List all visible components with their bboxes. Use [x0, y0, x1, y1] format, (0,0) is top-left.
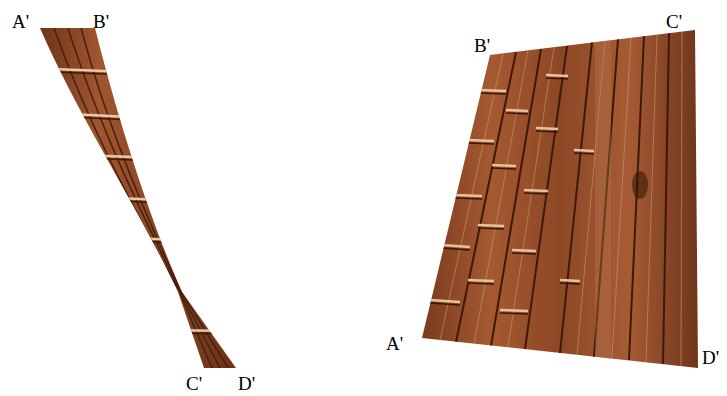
vertex-label: A'	[386, 334, 403, 353]
vertex-label: A'	[12, 12, 29, 31]
vertex-label: B'	[93, 12, 109, 31]
floor-board	[422, 30, 698, 370]
vertex-label: D'	[238, 374, 255, 393]
vertex-label: D'	[702, 348, 719, 367]
vertex-label: C'	[666, 12, 682, 31]
vertex-label: C'	[186, 374, 202, 393]
twisted-board	[30, 28, 240, 368]
vertex-label: B'	[474, 36, 490, 55]
